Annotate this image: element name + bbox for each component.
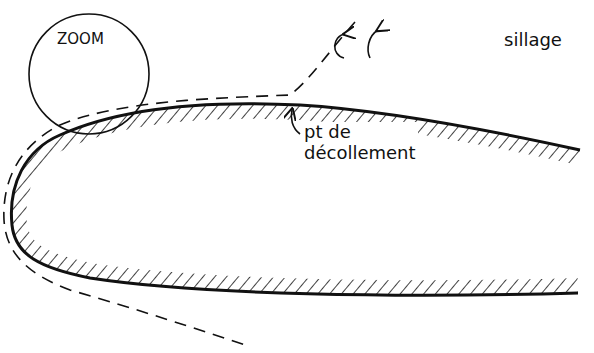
boundary-layer-dashed xyxy=(4,22,355,345)
airfoil-outline xyxy=(11,104,580,296)
wake-label: sillage xyxy=(502,30,590,51)
vortex-arrow xyxy=(335,34,345,58)
vortex-arrow xyxy=(368,30,378,58)
leader-arrow xyxy=(291,110,300,134)
hatching xyxy=(11,104,580,296)
circle-outline xyxy=(29,14,149,134)
zoom-label: ZOOM xyxy=(57,30,104,48)
separation-label: pt de décollement xyxy=(302,122,418,163)
zoom-circle: ZOOM xyxy=(27,12,151,136)
